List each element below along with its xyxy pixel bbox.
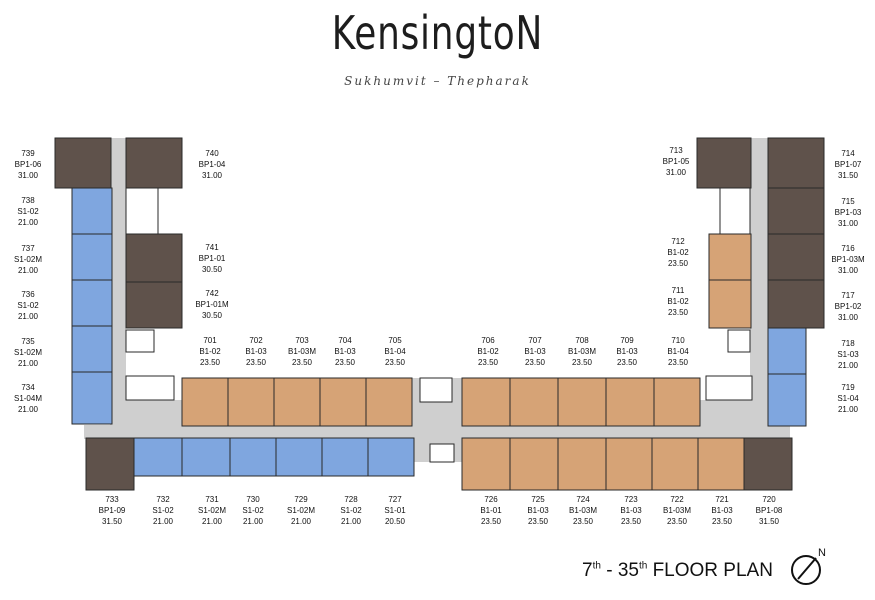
unit-720-block xyxy=(743,437,793,491)
left-core xyxy=(125,187,175,401)
brand-logo: KensingtoN xyxy=(331,6,544,60)
bottom-blue-units xyxy=(133,437,415,477)
right-blue-units xyxy=(767,327,807,427)
top-right-tan-units xyxy=(461,377,701,427)
left-blue-units xyxy=(71,187,113,425)
central-lift xyxy=(419,377,453,403)
central-stair xyxy=(429,443,455,463)
compass-north-letter: N xyxy=(818,547,826,559)
brand-subtitle: Sukhumvit – Thepharak xyxy=(344,74,531,88)
right-tan-units xyxy=(708,233,752,329)
north-compass-icon: N xyxy=(791,547,826,585)
bottom-tan-units xyxy=(461,437,745,491)
top-left-tan-units xyxy=(181,377,413,427)
right-core xyxy=(705,187,753,401)
floor-plan-title: 7th - 35th FLOOR PLAN xyxy=(582,560,773,581)
